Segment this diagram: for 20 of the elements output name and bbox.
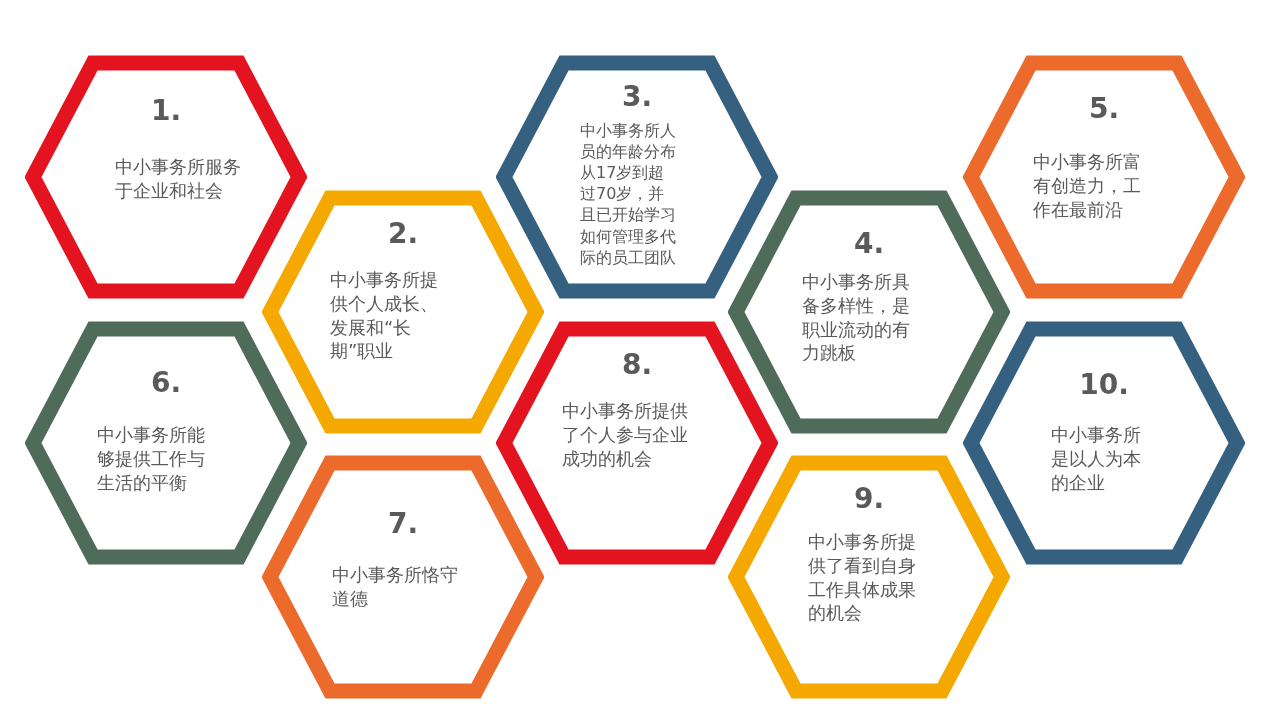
item-number: 4.: [852, 230, 886, 258]
statement-text: 中小事务所是以人为本的企业: [1051, 423, 1142, 495]
statement-text: 中小事务所提供了看到自身工作具体成果的机会: [808, 530, 917, 625]
statement-text: 中小事务所富有创造力，工作在最前沿: [1033, 150, 1142, 222]
statement-text: 中小事务所提供个人成长、发展和“长期”职业: [330, 268, 439, 363]
item-number: 7.: [386, 510, 420, 538]
item-number: 8.: [620, 351, 654, 379]
statement-text: 中小事务所能够提供工作与生活的平衡: [97, 423, 206, 495]
statement-text: 中小事务所提供了个人参与企业成功的机会: [562, 399, 689, 471]
item-number: 5.: [1087, 95, 1121, 123]
item-number: 10.: [1078, 371, 1130, 399]
item-number: 9.: [852, 485, 886, 513]
statement-text: 中小事务所恪守道德: [332, 563, 459, 611]
item-number: 6.: [149, 369, 183, 397]
item-number: 2.: [386, 220, 420, 248]
statement-text: 中小事务所服务于企业和社会: [115, 155, 242, 203]
item-number: 1.: [149, 97, 183, 125]
item-number: 3.: [620, 83, 654, 111]
statement-text: 中小事务所具备多样性，是职业流动的有力跳板: [802, 270, 911, 365]
statement-text: 中小事务所人员的年龄分布从17岁到超过70岁，并且已开始学习如何管理多代际的员工团队: [580, 120, 677, 268]
